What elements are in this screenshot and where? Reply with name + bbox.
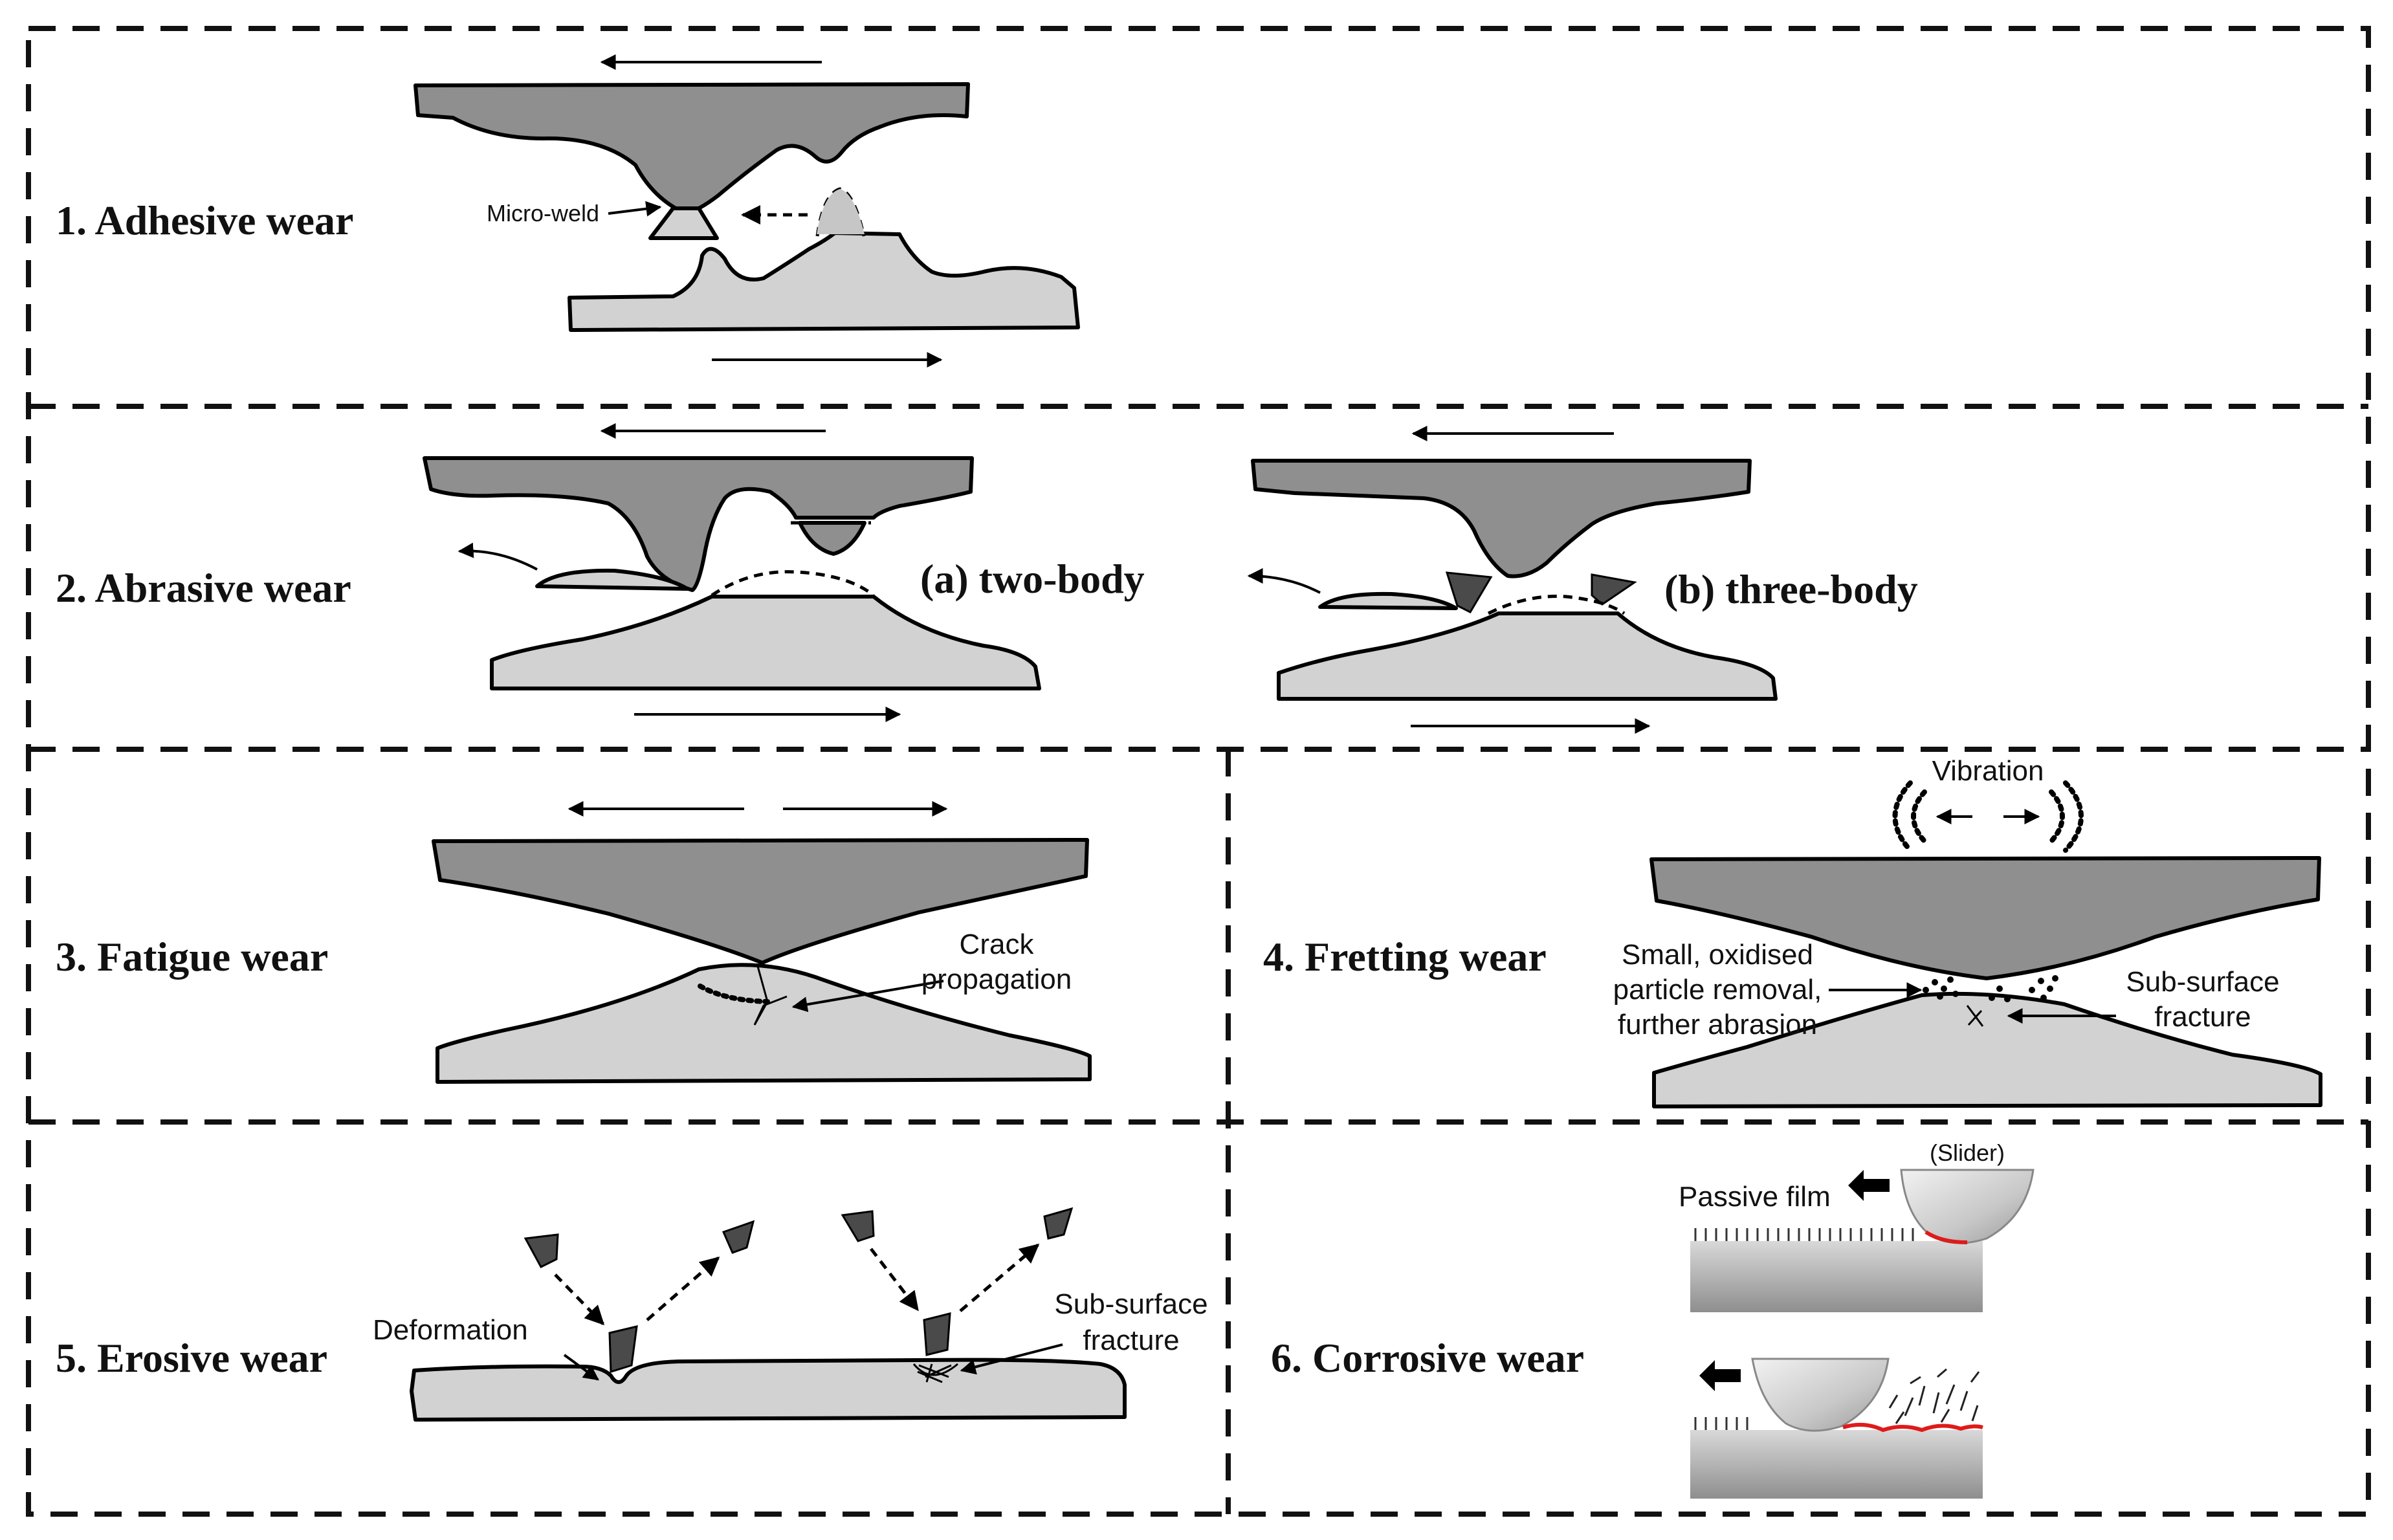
fatigue-upper-body <box>432 838 1089 965</box>
upper-body <box>414 82 970 215</box>
lower-body <box>568 231 1080 332</box>
panel-abrasive: 2. Abrasive wear (a) two-body (b) t <box>56 423 1918 734</box>
label-vibration: Vibration <box>1932 755 2044 787</box>
vibration-wave-right-outer <box>2063 780 2084 853</box>
substrate-intact <box>1690 1241 1983 1312</box>
two-body-detached-fragment <box>798 521 866 556</box>
corrosive-scene-damaged <box>1690 1358 1983 1499</box>
panel-adhesive: 1. Adhesive wear Micro-weld <box>56 54 1080 368</box>
erosive-surface <box>410 1358 1127 1422</box>
outer-frame <box>26 26 2371 1517</box>
heading-corrosive: 6. Corrosive wear <box>1271 1335 1584 1381</box>
two-body-upper-body <box>423 456 974 592</box>
corrosive-scene-intact: (Slider) Passive film <box>1679 1139 2035 1312</box>
erosive-impacts <box>524 1207 1074 1374</box>
slider-direction-arrow-top <box>1848 1170 1890 1201</box>
impact-path-2 <box>870 1248 919 1312</box>
label-passive-film: Passive film <box>1679 1181 1831 1213</box>
label-removal-line2: particle removal, <box>1613 974 1822 1006</box>
vibration-wave-left-outer <box>1892 780 1913 853</box>
micro-weld-pointer <box>608 201 662 217</box>
slider-direction-arrow-bottom <box>1699 1360 1741 1391</box>
heading-erosive: 5. Erosive wear <box>56 1335 327 1381</box>
three-body-chip <box>1318 591 1458 610</box>
slider-damaged <box>1751 1358 1890 1432</box>
panel-corrosive: 6. Corrosive wear (Slider) Passive f <box>1271 1139 2035 1499</box>
vibration-wave-left-inner <box>1911 789 1927 844</box>
impact-path-1 <box>554 1273 605 1326</box>
label-erosive-fracture-line1: Sub-surface <box>1054 1288 1208 1320</box>
label-erosive-fracture-line2: fracture <box>1083 1325 1179 1356</box>
label-crack-line1: Crack <box>960 929 1035 960</box>
heading-fretting: 4. Fretting wear <box>1263 934 1547 980</box>
exposed-surface <box>1842 1422 1983 1433</box>
label-slider: (Slider) <box>1930 1139 2005 1166</box>
fatigue-lower-body <box>436 963 1092 1084</box>
substrate-damaged <box>1690 1430 1983 1499</box>
vibration-wave-right-inner <box>2049 789 2065 844</box>
rebound-path-1 <box>646 1257 720 1321</box>
fretting-debris <box>1923 975 2058 1002</box>
three-body-upper-body <box>1251 459 1752 578</box>
incoming-particle-2 <box>841 1210 875 1242</box>
crack-pointer <box>791 980 944 1013</box>
panel-fatigue: 3. Fatigue wear Crack propagation <box>56 801 1092 1084</box>
label-crack-line2: propagation <box>921 963 1072 995</box>
contact-mark-intact <box>1924 1230 1968 1244</box>
deformation-pointer <box>563 1354 599 1381</box>
fretting-upper-body <box>1649 856 2321 980</box>
incoming-particle-1 <box>524 1233 559 1268</box>
label-two-body: (a) two-body <box>920 556 1145 602</box>
panel-erosive: 5. Erosive wear Deformation Sub-surface … <box>56 1207 1208 1422</box>
fretting-fracture-mark <box>1966 1005 1984 1027</box>
passive-film-ticks-remaining <box>1694 1417 1748 1430</box>
displaced-asperity <box>817 189 865 234</box>
passive-film-ticks <box>1694 1228 1914 1241</box>
label-removal-line1: Small, oxidised <box>1622 939 1813 971</box>
fretting-lower-body <box>1652 991 2322 1108</box>
panel-frames <box>26 26 2371 1517</box>
rebound-particle-1 <box>722 1220 755 1254</box>
impact-particle-1 <box>608 1325 638 1374</box>
two-body-chip <box>535 568 689 591</box>
two-body-chip-arrow <box>458 542 538 571</box>
micro-weld-junction <box>648 206 719 240</box>
fatigue-crack-path <box>698 984 770 1004</box>
rebound-path-2 <box>959 1244 1040 1312</box>
label-micro-weld: Micro-weld <box>487 200 599 226</box>
three-body-chip-arrow <box>1247 568 1321 594</box>
heading-adhesive: 1. Adhesive wear <box>56 197 353 243</box>
slider-intact <box>1900 1169 2035 1244</box>
label-fretting-fracture-line1: Sub-surface <box>2126 966 2279 998</box>
wear-debris <box>1888 1368 1980 1424</box>
heading-abrasive: 2. Abrasive wear <box>56 565 351 611</box>
panel-fretting: 4. Fretting wear Vibration Small, oxidis… <box>1263 755 2322 1108</box>
three-body-particle-left <box>1445 571 1493 613</box>
three-body-diagram: (b) three-body <box>1247 426 1918 734</box>
erosive-fracture-mark <box>912 1363 958 1383</box>
two-body-diagram: (a) two-body <box>423 423 1145 722</box>
label-three-body: (b) three-body <box>1664 566 1918 612</box>
heading-fatigue: 3. Fatigue wear <box>56 934 328 980</box>
erosive-fracture-pointer <box>960 1343 1063 1375</box>
two-body-lower-body <box>490 595 1041 690</box>
fatigue-crack <box>753 963 788 1026</box>
label-removal-line3: further abrasion <box>1618 1009 1817 1040</box>
three-body-particle-right <box>1591 573 1637 606</box>
label-fretting-fracture-line2: fracture <box>2154 1001 2251 1033</box>
rebound-particle-2 <box>1043 1207 1074 1240</box>
three-body-lower-body <box>1277 611 1778 701</box>
two-body-removed-material <box>711 570 875 597</box>
impact-particle-2 <box>923 1312 951 1356</box>
label-deformation: Deformation <box>373 1314 528 1346</box>
three-body-removed-material <box>1487 595 1626 615</box>
